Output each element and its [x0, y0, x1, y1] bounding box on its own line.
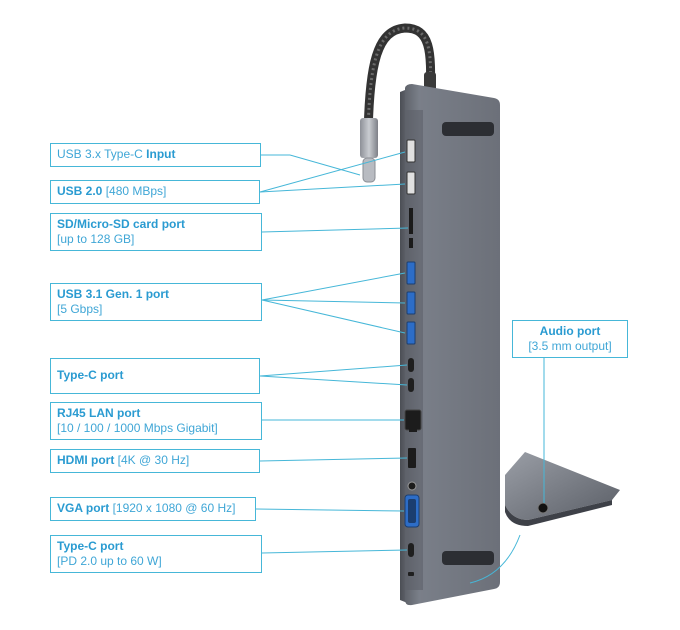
- typec-port-2: [408, 378, 414, 392]
- typec-title: Type-C port: [57, 368, 124, 382]
- audio-title: Audio port: [539, 324, 601, 338]
- typec-pd-desc: [PD 2.0 up to 60 W]: [57, 554, 162, 568]
- vent-slot-bottom: [442, 551, 494, 565]
- hdmi-desc: [4K @ 30 Hz]: [117, 453, 190, 467]
- sd-card-slot: [409, 208, 413, 234]
- label-usb31: USB 3.1 Gen. 1 port [5 Gbps]: [50, 283, 262, 321]
- label-typec-pd: Type-C port [PD 2.0 up to 60 W]: [50, 535, 262, 573]
- label-audio: Audio port [3.5 mm output]: [512, 320, 628, 358]
- hdmi-port: [408, 448, 416, 468]
- label-rj45: RJ45 LAN port [10 / 100 / 1000 Mbps Giga…: [50, 402, 262, 440]
- usb31-port-3: [406, 321, 416, 345]
- typec-pd-title: Type-C port: [57, 539, 124, 553]
- vent-slot-top: [442, 122, 494, 136]
- label-typec: Type-C port: [50, 358, 260, 394]
- audio-zoom-wedge: [505, 452, 620, 520]
- label-hdmi: HDMI port [4K @ 30 Hz]: [50, 449, 260, 473]
- usb-c-plug-tip: [362, 157, 376, 183]
- device-body: [405, 84, 500, 606]
- usbc-input-title: Input: [146, 147, 176, 161]
- usb-c-plug-housing: [360, 118, 378, 158]
- typec-pd-port: [408, 543, 414, 557]
- usb31-port-1: [406, 261, 416, 285]
- vga-desc: [1920 x 1080 @ 60 Hz]: [112, 501, 236, 515]
- sd-title: SD/Micro-SD card port: [57, 217, 186, 231]
- usb31-desc: [5 Gbps]: [57, 302, 103, 316]
- label-usbc-input: USB 3.x Type-C Input: [50, 143, 261, 167]
- usb2-port-1: [406, 139, 416, 163]
- rj45-port: [404, 409, 422, 431]
- label-sd: SD/Micro-SD card port [up to 128 GB]: [50, 213, 262, 251]
- sd-desc: [up to 128 GB]: [57, 232, 135, 246]
- usb2-port-2: [406, 171, 416, 195]
- audio-zoom-jack: [537, 502, 549, 514]
- usbc-input-desc: USB 3.x Type-C: [57, 147, 147, 161]
- typec-port-1: [408, 358, 414, 372]
- usb2-title: USB 2.0: [57, 184, 106, 198]
- usb2-desc: [480 MBps]: [105, 184, 167, 198]
- audio-desc: [3.5 mm output]: [528, 339, 612, 353]
- audio-jack: [407, 481, 417, 491]
- rj45-desc: [10 / 100 / 1000 Mbps Gigabit]: [57, 421, 218, 435]
- label-usb2: USB 2.0 [480 MBps]: [50, 180, 260, 204]
- usb31-title: USB 3.1 Gen. 1 port: [57, 287, 170, 301]
- micro-sd-slot: [409, 238, 413, 248]
- vga-title: VGA port: [57, 501, 113, 515]
- hdmi-title: HDMI port: [57, 453, 118, 467]
- rj45-title: RJ45 LAN port: [57, 406, 141, 420]
- label-vga: VGA port [1920 x 1080 @ 60 Hz]: [50, 497, 256, 521]
- usb31-port-2: [406, 291, 416, 315]
- leader-lines: [255, 151, 545, 584]
